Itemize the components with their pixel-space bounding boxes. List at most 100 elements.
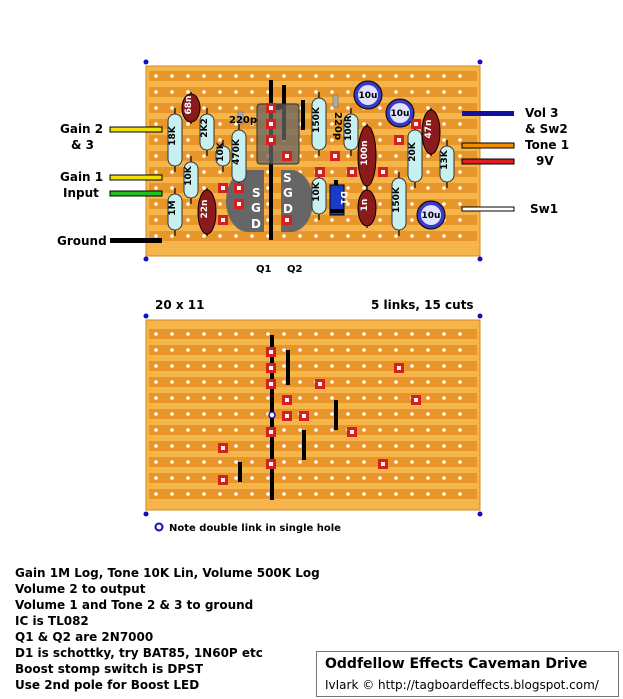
hole <box>426 154 430 158</box>
hole <box>250 444 254 448</box>
copper-strip <box>149 441 477 451</box>
link <box>302 430 306 460</box>
hole <box>282 74 286 78</box>
hole <box>410 74 414 78</box>
note-line: Volume 2 to output <box>15 582 146 596</box>
hole <box>410 476 414 480</box>
hole <box>426 396 430 400</box>
copper-strip <box>149 393 477 403</box>
hole <box>410 460 414 464</box>
link <box>238 462 242 482</box>
hole <box>410 332 414 336</box>
hole <box>186 492 190 496</box>
hole <box>330 122 334 126</box>
hole <box>442 122 446 126</box>
hole <box>378 476 382 480</box>
hole <box>458 332 462 336</box>
hole <box>314 332 318 336</box>
hole <box>442 412 446 416</box>
hole <box>170 90 174 94</box>
hole <box>170 476 174 480</box>
hole <box>394 460 398 464</box>
hole <box>426 492 430 496</box>
hole <box>282 380 286 384</box>
link <box>286 350 290 385</box>
hole <box>346 348 350 352</box>
hole <box>442 348 446 352</box>
label-q2: Q2 <box>287 264 303 275</box>
hole <box>458 170 462 174</box>
hole <box>410 202 414 206</box>
hole <box>330 138 334 142</box>
hole <box>362 186 366 190</box>
hole <box>218 428 222 432</box>
corner-marker <box>477 59 483 65</box>
hole <box>330 412 334 416</box>
electrolytic-label: 10u <box>359 91 378 101</box>
hole <box>346 186 350 190</box>
resistor-label: 150K <box>312 106 322 133</box>
hole <box>330 460 334 464</box>
hole <box>266 186 270 190</box>
hole <box>314 476 318 480</box>
hole <box>458 476 462 480</box>
hole <box>298 396 302 400</box>
hole <box>250 154 254 158</box>
hole <box>346 154 350 158</box>
copper-strip <box>149 71 477 81</box>
hole <box>378 74 382 78</box>
hole <box>458 428 462 432</box>
hole <box>426 460 430 464</box>
hole <box>378 348 382 352</box>
hole <box>186 444 190 448</box>
hole <box>186 234 190 238</box>
bottom-holes <box>154 332 462 496</box>
resistor <box>439 145 455 183</box>
hole <box>314 412 318 416</box>
hole <box>346 202 350 206</box>
hole <box>346 364 350 368</box>
hole <box>202 380 206 384</box>
hole <box>330 428 334 432</box>
hole <box>266 202 270 206</box>
corner-marker <box>477 256 483 262</box>
hole <box>346 444 350 448</box>
hole <box>202 332 206 336</box>
hole <box>266 476 270 480</box>
hole <box>330 492 334 496</box>
capacitor-label: 68n <box>184 96 194 115</box>
hole <box>234 444 238 448</box>
hole <box>250 348 254 352</box>
hole <box>426 348 430 352</box>
hole <box>378 332 382 336</box>
hole <box>378 186 382 190</box>
hole <box>154 396 158 400</box>
hole <box>346 396 350 400</box>
hole <box>170 412 174 416</box>
film-capacitor <box>197 189 217 235</box>
copper-strip <box>149 489 477 499</box>
diode-d1: D1 <box>329 184 348 216</box>
copper-strip <box>149 151 477 161</box>
hole <box>218 412 222 416</box>
bottom-stripboard <box>143 313 483 517</box>
hole <box>250 476 254 480</box>
hole <box>266 492 270 496</box>
hole <box>154 106 158 110</box>
hole <box>394 444 398 448</box>
hole <box>282 492 286 496</box>
hole <box>410 234 414 238</box>
hole <box>426 428 430 432</box>
hole <box>202 348 206 352</box>
credit-line: IvIark © http://tagboardeffects.blogspot… <box>325 678 599 692</box>
hole <box>234 492 238 496</box>
hole <box>266 170 270 174</box>
hole <box>186 364 190 368</box>
hole <box>362 348 366 352</box>
hole <box>426 186 430 190</box>
hole <box>394 380 398 384</box>
resistor <box>311 177 327 215</box>
copper-strip <box>149 377 477 387</box>
